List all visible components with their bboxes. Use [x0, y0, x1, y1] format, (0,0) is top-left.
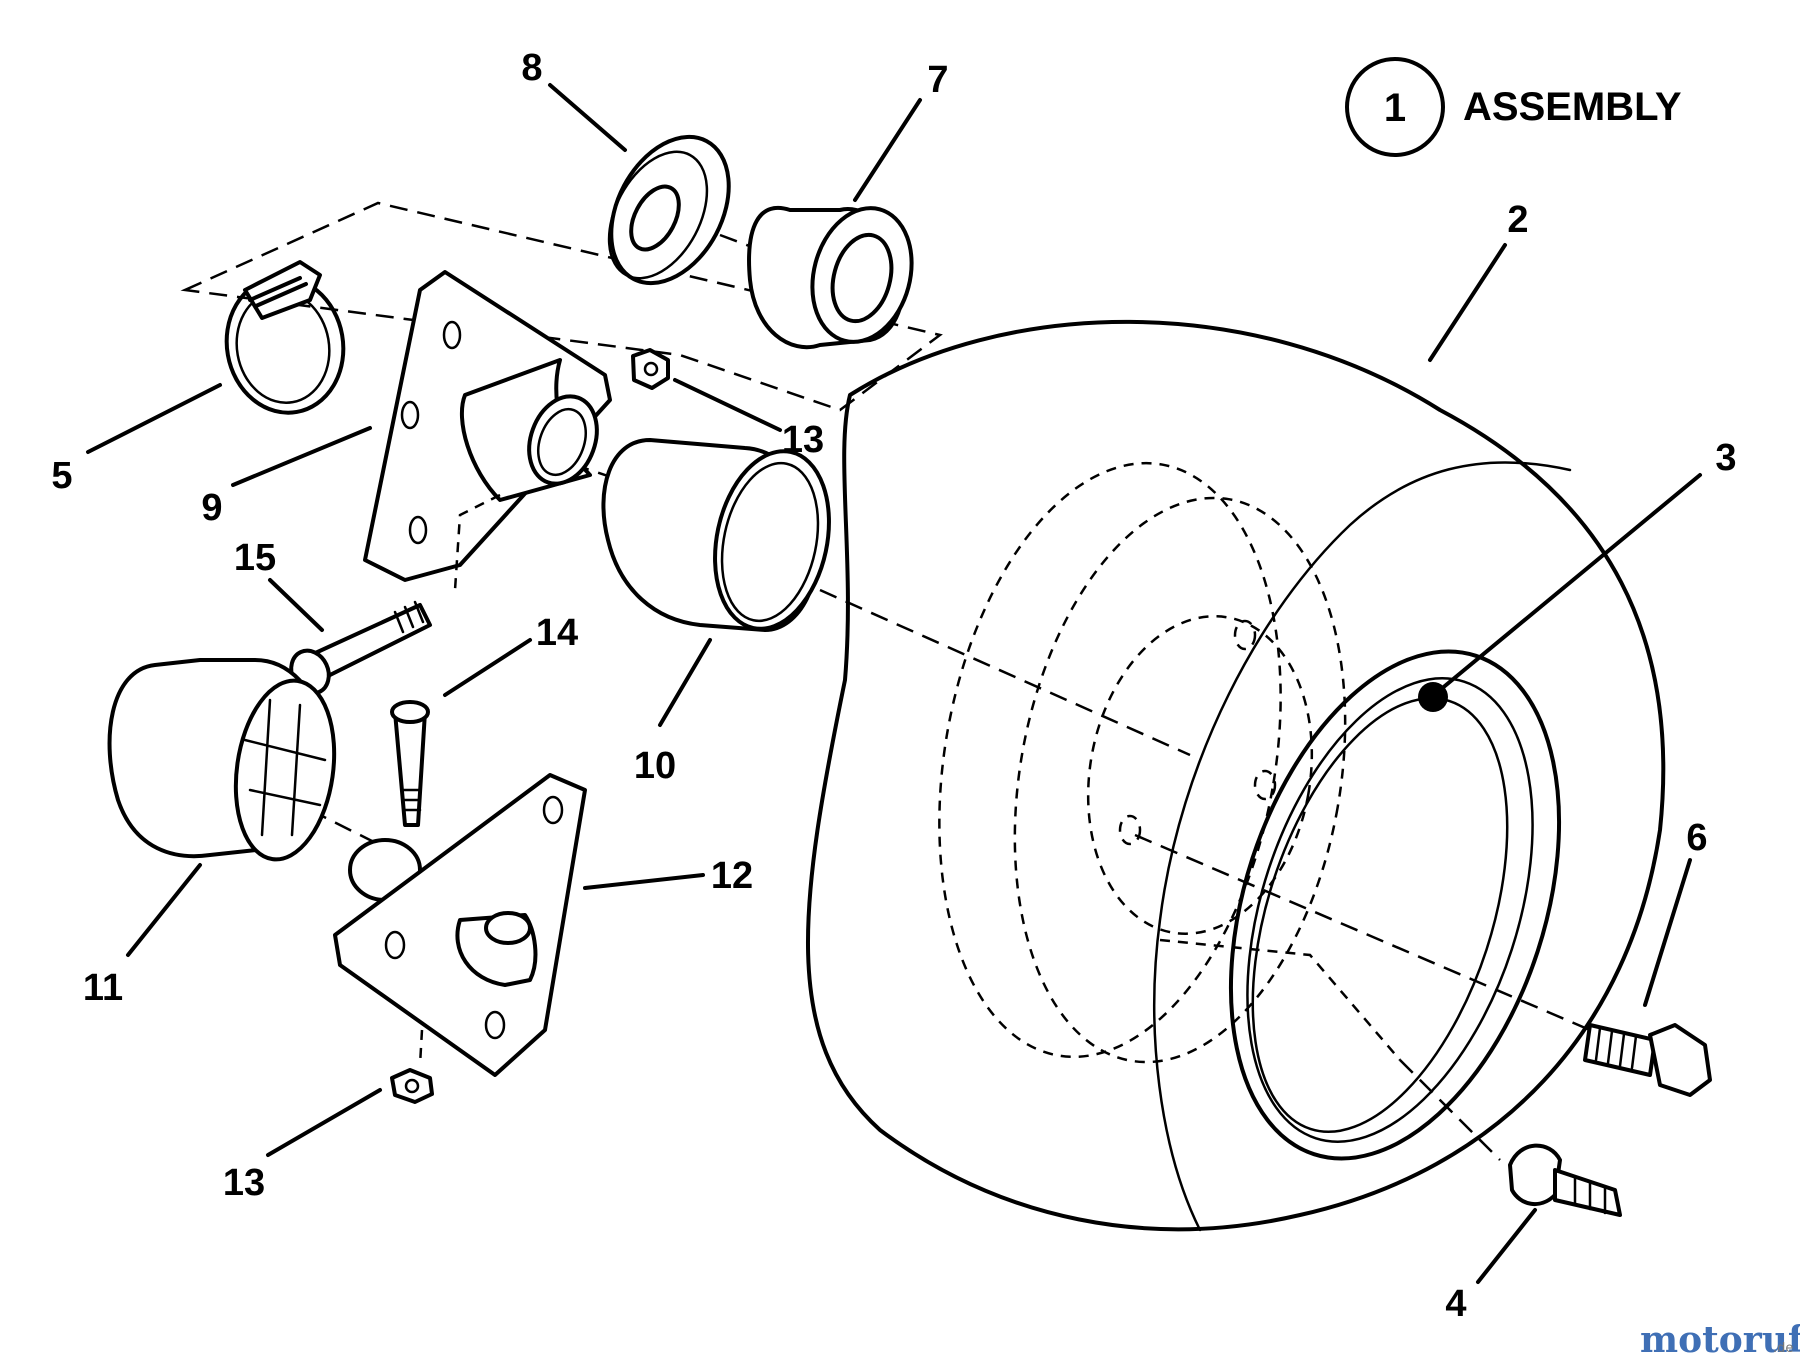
hidden-hub-plate [1086, 615, 1314, 935]
bracket-upper-hole-3 [400, 400, 420, 430]
bearing-bore [830, 232, 894, 324]
spacer-face [713, 449, 831, 631]
bolt-14-head [390, 700, 430, 724]
rim-inner [1246, 677, 1534, 1143]
bolt-14-threads [402, 788, 422, 812]
valve-stem-base [1508, 1143, 1562, 1206]
callout-7: 7 [927, 59, 948, 101]
callout-4: 4 [1445, 1283, 1466, 1325]
bracket-upper-tube-bore [537, 407, 587, 477]
axis-line-hub [819, 588, 1191, 757]
upper-bracket [363, 270, 612, 591]
wheel-bolt-hex-head [1648, 1023, 1712, 1097]
bushing-web [243, 698, 327, 837]
clamp-screw [248, 276, 308, 308]
lower-bracket-hole-1 [542, 795, 564, 825]
leader-13b [266, 1088, 382, 1157]
callout-8: 8 [521, 47, 542, 89]
callout-13-upper: 13 [782, 419, 824, 461]
bracket-upper-tube-end [527, 394, 599, 486]
leader-2 [1428, 243, 1507, 362]
hex-nut-upper-hole [643, 361, 659, 377]
hidden-hub-far [938, 461, 1282, 1059]
leader-10 [658, 638, 712, 727]
assembly-label: ASSEMBLY [1463, 85, 1682, 129]
clamp-screw-housing [243, 260, 322, 320]
assembly-number: 1 [1384, 86, 1406, 130]
callout-2: 2 [1507, 199, 1528, 241]
bearing [747, 205, 914, 350]
leader-7 [853, 98, 922, 202]
callout-15: 15 [234, 537, 276, 579]
wheel-bolt [1583, 1023, 1712, 1097]
spacer-face-rim [720, 461, 820, 623]
leader-8 [548, 83, 627, 152]
hidden-lug-hole-3 [1118, 814, 1142, 846]
rim-outer [1228, 649, 1562, 1161]
hidden-valve-path [1159, 938, 1401, 1061]
hex-nut-lower [390, 1068, 434, 1104]
callout-6: 6 [1686, 817, 1707, 859]
tire [805, 319, 1666, 1232]
tire-tread-edge [1153, 461, 1572, 1232]
bracket-upper-hidden-bolt [453, 493, 501, 591]
leader-5 [86, 383, 222, 454]
hidden-lug-hole-2 [1253, 769, 1277, 801]
lower-nut-dash [418, 1029, 424, 1066]
assembly-circle [1345, 57, 1445, 157]
bracket-upper-hole-1 [442, 320, 462, 350]
leader-3 [1438, 473, 1702, 692]
leader-11 [126, 863, 202, 957]
callout-3: 3 [1715, 437, 1736, 479]
leader-9 [231, 426, 372, 487]
hose-clamp [224, 260, 346, 415]
lower-bracket-tube-end [484, 911, 532, 945]
wheel-bolt-threads [1594, 1026, 1638, 1070]
tire-outer-outline [805, 319, 1666, 1232]
leader-4 [1476, 1208, 1537, 1284]
leader-13a [673, 378, 782, 432]
bolt-14-body [393, 710, 427, 827]
lower-bracket-hole-3 [484, 1010, 506, 1040]
lower-bracket-hole-2 [384, 930, 406, 960]
bracket-upper-hole-2 [408, 515, 428, 545]
leader-14 [443, 638, 532, 697]
callout-14: 14 [536, 612, 578, 654]
assembly-badge: 1 ASSEMBLY [1345, 57, 1682, 157]
pivot-bolt [390, 700, 430, 827]
valve-stem [1508, 1143, 1622, 1217]
spacer-tube [601, 438, 831, 632]
bearing-seal [607, 134, 731, 286]
watermark: motoruf .de [1640, 1319, 1800, 1361]
hidden-lug-hole-1 [1233, 619, 1257, 651]
hex-nut-lower-hole [404, 1078, 420, 1094]
bolt-15-threads [393, 600, 425, 634]
watermark-text: motoruf [1640, 1319, 1800, 1361]
callout-11: 11 [83, 967, 123, 1009]
leader-15 [268, 578, 324, 632]
valve-stem-tube [1553, 1168, 1622, 1217]
seal-hole [629, 184, 681, 252]
callout-9: 9 [201, 487, 222, 529]
leader-12 [583, 873, 705, 890]
wheel-bolt-shank [1583, 1023, 1657, 1077]
lower-bushing [107, 658, 337, 862]
axis-line-valve [1399, 1059, 1501, 1161]
leader-6 [1643, 858, 1692, 1007]
seal-outer [609, 134, 731, 286]
watermark-suffix: .de [1773, 1341, 1793, 1356]
callout-5: 5 [51, 455, 72, 497]
hidden-hub-mid [1013, 496, 1347, 1064]
callout-13-lower: 13 [223, 1162, 265, 1204]
callout-10: 10 [634, 745, 676, 787]
seal-face [607, 150, 709, 280]
lower-bracket [333, 773, 587, 1077]
bushing-face [233, 678, 337, 862]
hex-nut-upper [631, 348, 670, 390]
callout-12: 12 [711, 855, 753, 897]
valve-stem-ribs [1573, 1176, 1607, 1215]
